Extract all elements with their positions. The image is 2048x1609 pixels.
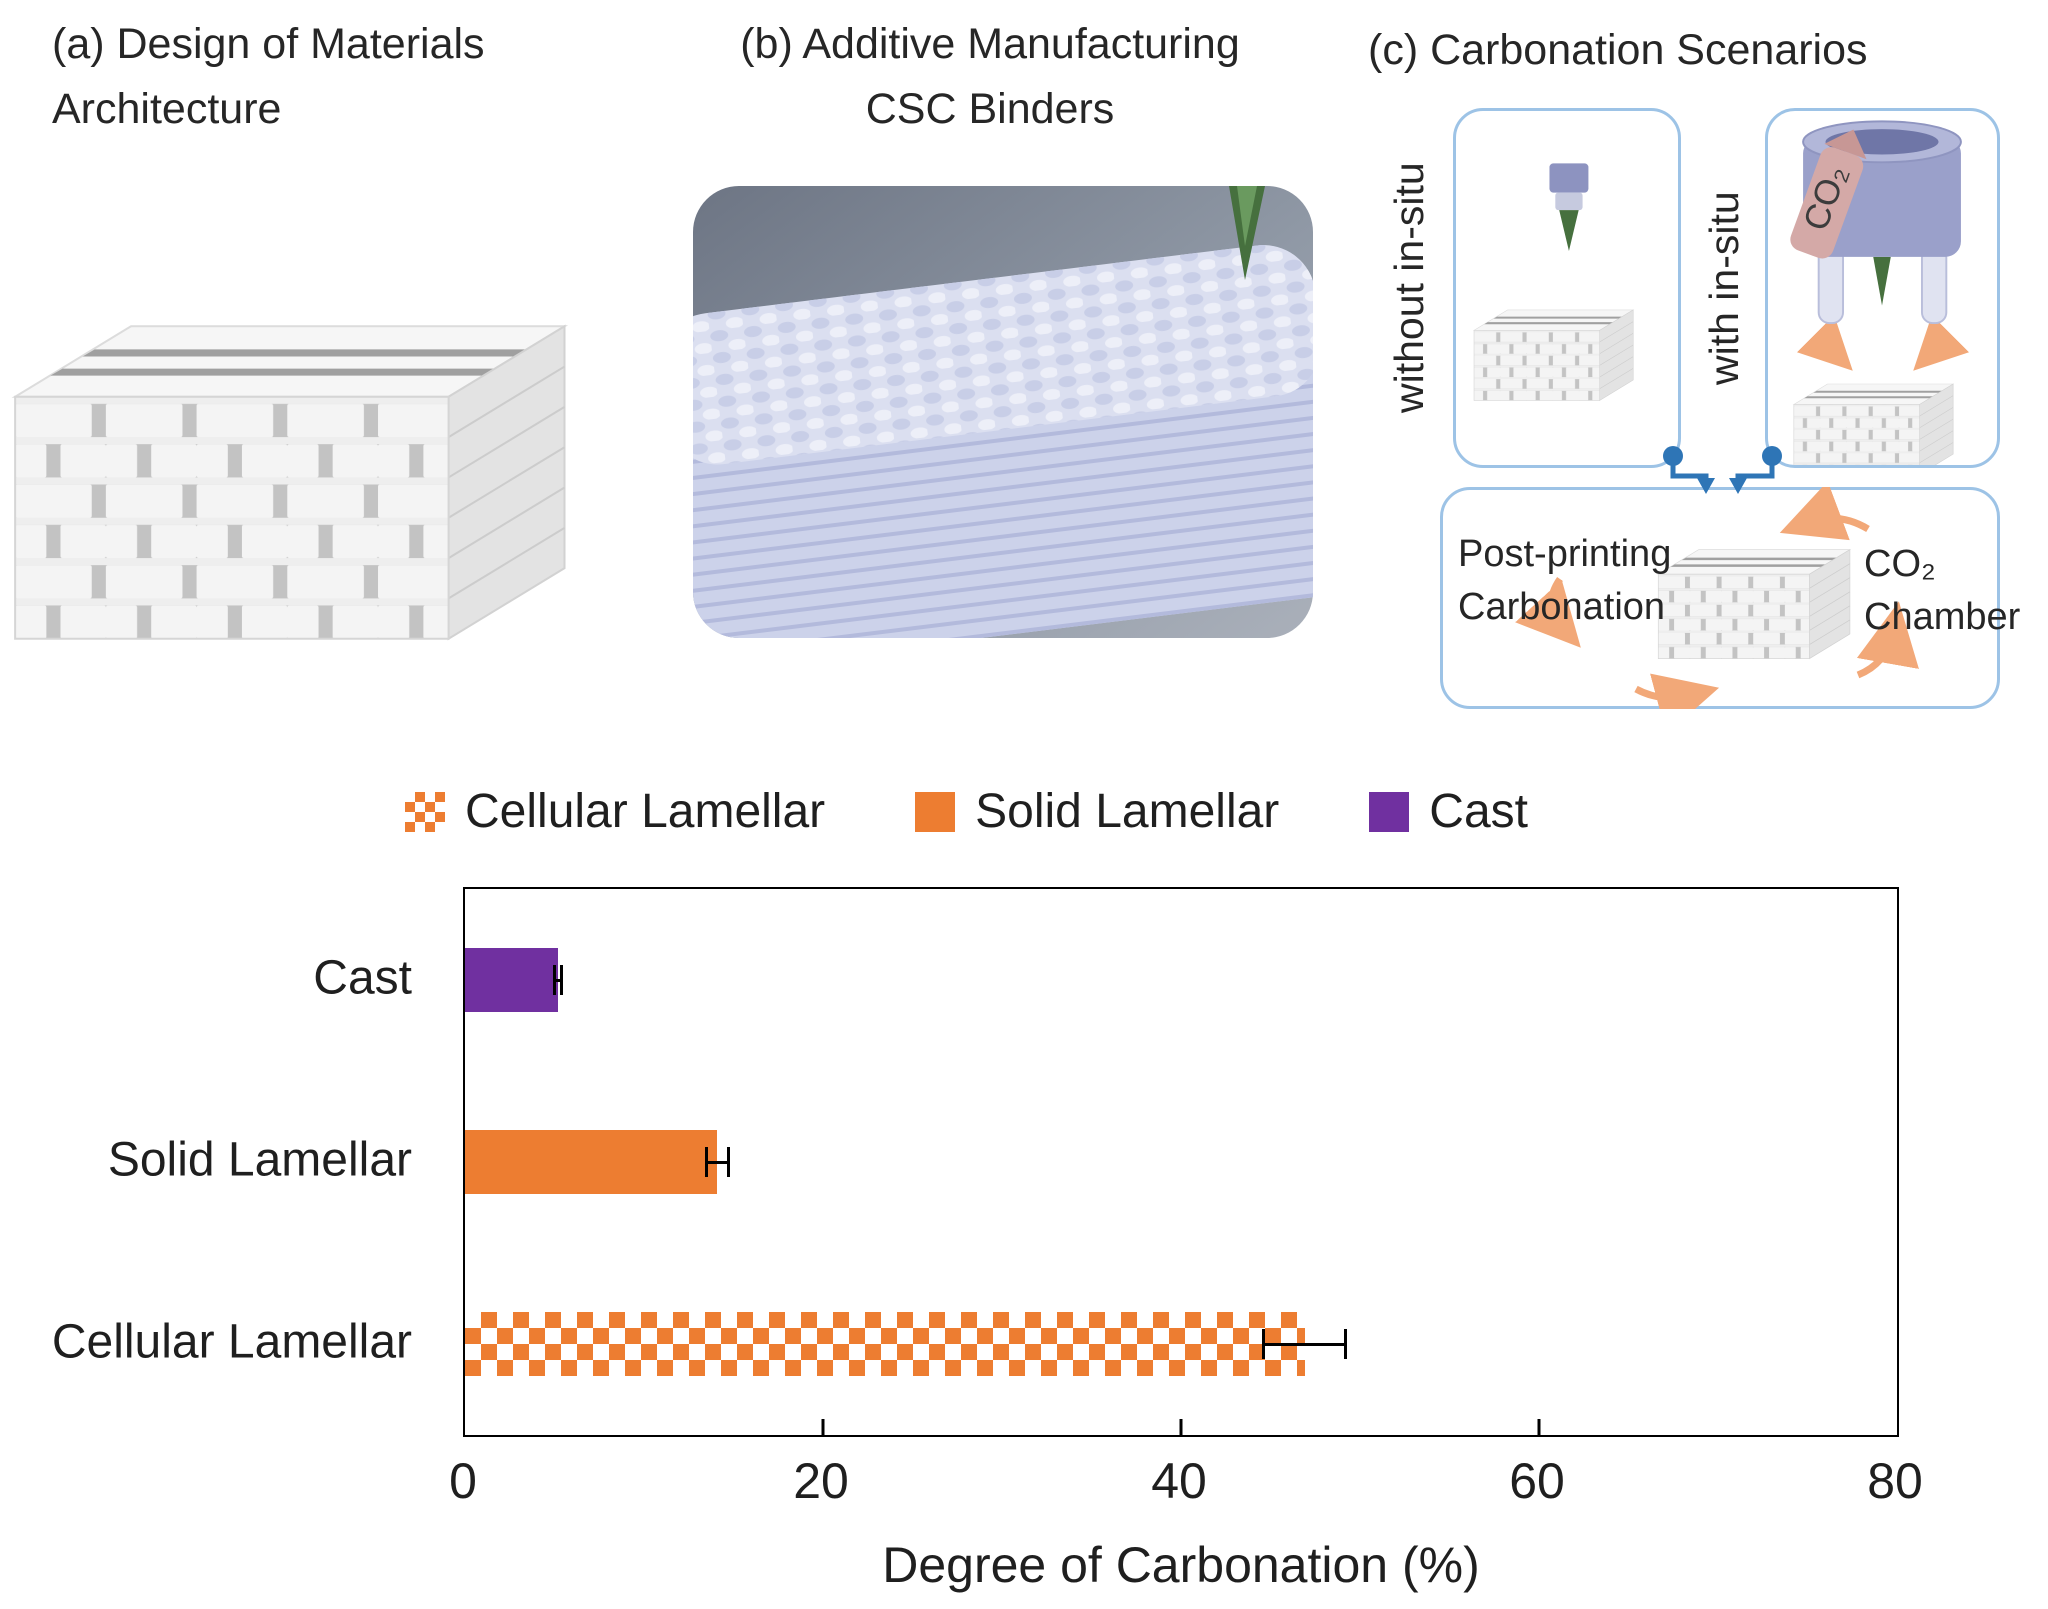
panel-a-title-line1: (a) Design of Materials <box>52 20 485 68</box>
x-axis-tick-labels: 0 20 40 60 80 <box>449 1452 1923 1516</box>
post-printing-line1: Post-printing <box>1458 533 1672 575</box>
panel-a-title: (a) Design of Materials Architecture <box>52 12 485 141</box>
error-bar-cast <box>552 965 564 995</box>
x-tick-20 <box>821 1419 825 1435</box>
co2-chamber-line2: Chamber <box>1864 596 2021 639</box>
x-tick-40 <box>1179 1419 1183 1435</box>
y-category-label-cellular-lamellar: Cellular Lamellar <box>51 1315 412 1369</box>
plot-area <box>463 887 1899 1437</box>
carbonated-lattice-illustration <box>1657 549 1851 659</box>
printed-sample-photo <box>693 186 1313 638</box>
printer-nozzle-illustration <box>1473 163 1634 401</box>
with-in-situ-box <box>1765 108 2000 468</box>
printed-sample-photo-illustration <box>693 186 1313 638</box>
x-tick-label-40: 40 <box>1151 1453 1207 1509</box>
post-printing-line2: Carbonation <box>1458 586 1666 629</box>
lamellar-architecture-illustration <box>14 325 566 640</box>
legend-item-solid-lamellar: Solid Lamellar <box>915 784 1279 839</box>
orange-swatch-icon <box>915 791 956 832</box>
panel-b-title-line1: (b) Additive Manufacturing <box>740 20 1240 68</box>
x-tick-label-80: 80 <box>1867 1453 1923 1509</box>
purple-swatch-icon <box>1369 791 1410 832</box>
x-tick-label-20: 20 <box>793 1453 849 1509</box>
co2-chamber-line1: CO₂ <box>1864 543 1936 585</box>
with-in-situ-label: with in-situ <box>1701 191 1747 385</box>
legend-label-cellular-lamellar: Cellular Lamellar <box>465 785 826 838</box>
y-category-label-solid-lamellar: Solid Lamellar <box>107 1133 412 1187</box>
x-tick-60 <box>1537 1419 1541 1435</box>
bar-cellular-lamellar <box>465 1312 1305 1376</box>
legend-label-solid-lamellar: Solid Lamellar <box>975 785 1280 838</box>
y-category-label-cast: Cast <box>313 951 412 1005</box>
co2-chamber-device-illustration <box>1790 120 1970 465</box>
error-bar-cellular-lamellar <box>1261 1329 1348 1359</box>
checker-swatch-icon <box>405 791 445 832</box>
co2-chamber-label: CO₂ Chamber <box>1864 538 2020 644</box>
x-tick-label-0: 0 <box>449 1453 477 1509</box>
bar-cast <box>465 948 559 1012</box>
legend-item-cellular-lamellar: Cellular Lamellar <box>405 784 825 839</box>
without-in-situ-label: without in-situ <box>1386 162 1432 414</box>
panel-b-title: (b) Additive Manufacturing CSC Binders <box>690 12 1290 141</box>
legend-item-cast: Cast <box>1369 784 1528 839</box>
post-printing-carbonation-label: Post-printing Carbonation <box>1458 528 1671 634</box>
bar-solid-lamellar <box>465 1130 718 1194</box>
scenario-connector-arrows <box>1663 446 1782 494</box>
legend-label-cast: Cast <box>1429 785 1528 838</box>
x-axis-title: Degree of Carbonation (%) <box>882 1537 1480 1593</box>
x-tick-label-60: 60 <box>1509 1453 1565 1509</box>
panel-c-title: (c) Carbonation Scenarios <box>1368 26 1868 74</box>
chart-legend: Cellular Lamellar Solid Lamellar Cast <box>405 784 1528 839</box>
without-in-situ-box <box>1453 108 1681 468</box>
gas-circulation-arrows <box>1515 487 1919 709</box>
panel-a-title-line2: Architecture <box>52 84 282 133</box>
panel-b-title-line2: CSC Binders <box>865 84 1115 133</box>
error-bar-solid-lamellar <box>704 1147 730 1177</box>
